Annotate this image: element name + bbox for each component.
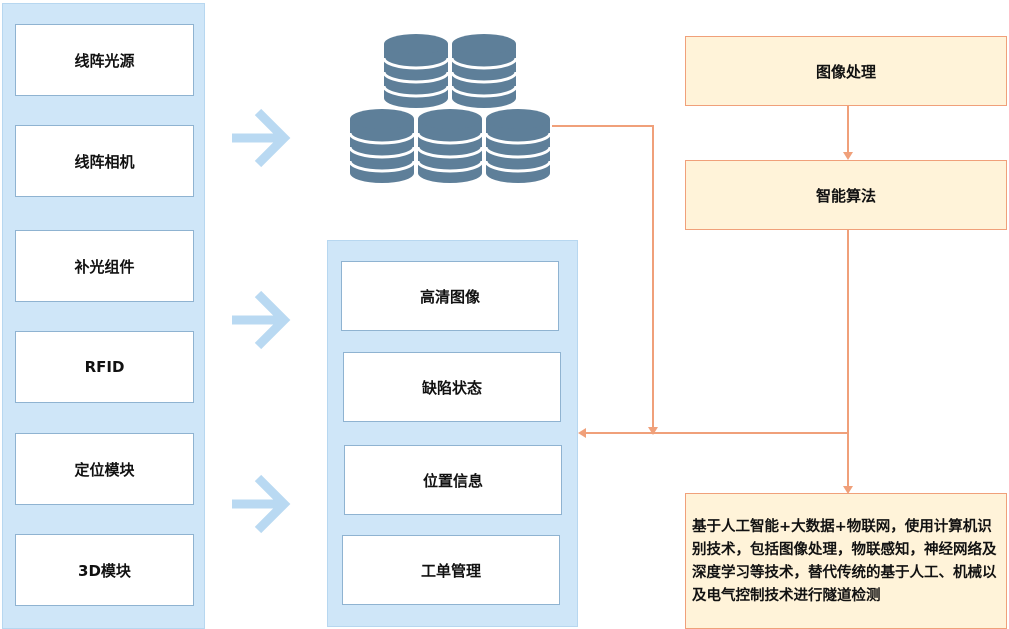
process-description: 基于人工智能+大数据+物联网，使用计算机识别技术，包括图像处理，物联感知，神经网… (685, 493, 1007, 629)
right-arrow-icon (232, 290, 291, 350)
hardware-components-panel (2, 3, 205, 629)
component-3d-module: 3D模块 (15, 534, 194, 606)
output-work-order-management: 工单管理 (342, 535, 560, 605)
component-fill-light: 补光组件 (15, 230, 194, 302)
process-intelligent-algorithm: 智能算法 (685, 160, 1007, 230)
component-positioning-module: 定位模块 (15, 433, 194, 505)
database-cluster-icon (348, 32, 552, 185)
component-rfid: RFID (15, 331, 194, 403)
component-line-light-source: 线阵光源 (15, 24, 194, 96)
right-arrow-icon (232, 474, 291, 534)
output-location-info: 位置信息 (344, 445, 562, 515)
output-hd-image: 高清图像 (341, 261, 559, 331)
component-line-camera: 线阵相机 (15, 125, 194, 197)
process-image-processing: 图像处理 (685, 36, 1007, 106)
right-arrow-icon (232, 108, 291, 168)
output-defect-status: 缺陷状态 (343, 352, 561, 422)
